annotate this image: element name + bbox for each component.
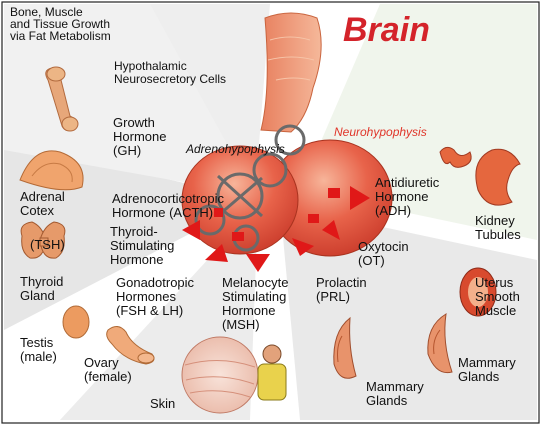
label-tsh: Thyroid- Stimulating Hormone bbox=[110, 225, 174, 267]
label-neurohypophysis: Neurohypophysis bbox=[334, 126, 427, 139]
label-oxytocin: Oxytocin (OT) bbox=[358, 240, 409, 268]
label-adh: Antidiuretic Hormone (ADH) bbox=[375, 176, 439, 218]
label-mammary-right: Mammary Glands bbox=[458, 356, 516, 384]
label-uterus: Uterus Smooth Muscle bbox=[475, 276, 520, 318]
label-adrenal-cortex: Adrenal Cotex bbox=[20, 190, 65, 218]
label-skin: Skin bbox=[150, 397, 175, 411]
label-acth: Adrenocorticotropic Hormone (ACTH) bbox=[112, 192, 224, 220]
label-thyroid-gland: Thyroid Gland bbox=[20, 275, 63, 303]
label-mammary-bottom: Mammary Glands bbox=[366, 380, 424, 408]
label-adenohypophysis: Adrenohypophysis bbox=[186, 143, 285, 156]
label-growth-hormone: Growth Hormone (GH) bbox=[113, 116, 166, 158]
header-note: Bone, Muscle and Tissue Growth via Fat M… bbox=[10, 6, 111, 42]
testis-illustration bbox=[63, 306, 89, 338]
label-msh: Melanocyte Stimulating Hormone (MSH) bbox=[222, 276, 288, 332]
label-testis: Testis (male) bbox=[20, 336, 57, 364]
label-prolactin: Prolactin (PRL) bbox=[316, 276, 367, 304]
label-ovary: Ovary (female) bbox=[84, 356, 132, 384]
label-tsh-short: (TSH) bbox=[30, 238, 65, 252]
label-kidney-tubules: Kidney Tubules bbox=[475, 214, 521, 242]
label-hypothalamic: Hypothalamic Neurosecretory Cells bbox=[114, 60, 226, 86]
label-gonadotropic: Gonadotropic Hormones (FSH & LH) bbox=[116, 276, 194, 318]
diagram-title: Brain bbox=[343, 12, 430, 48]
